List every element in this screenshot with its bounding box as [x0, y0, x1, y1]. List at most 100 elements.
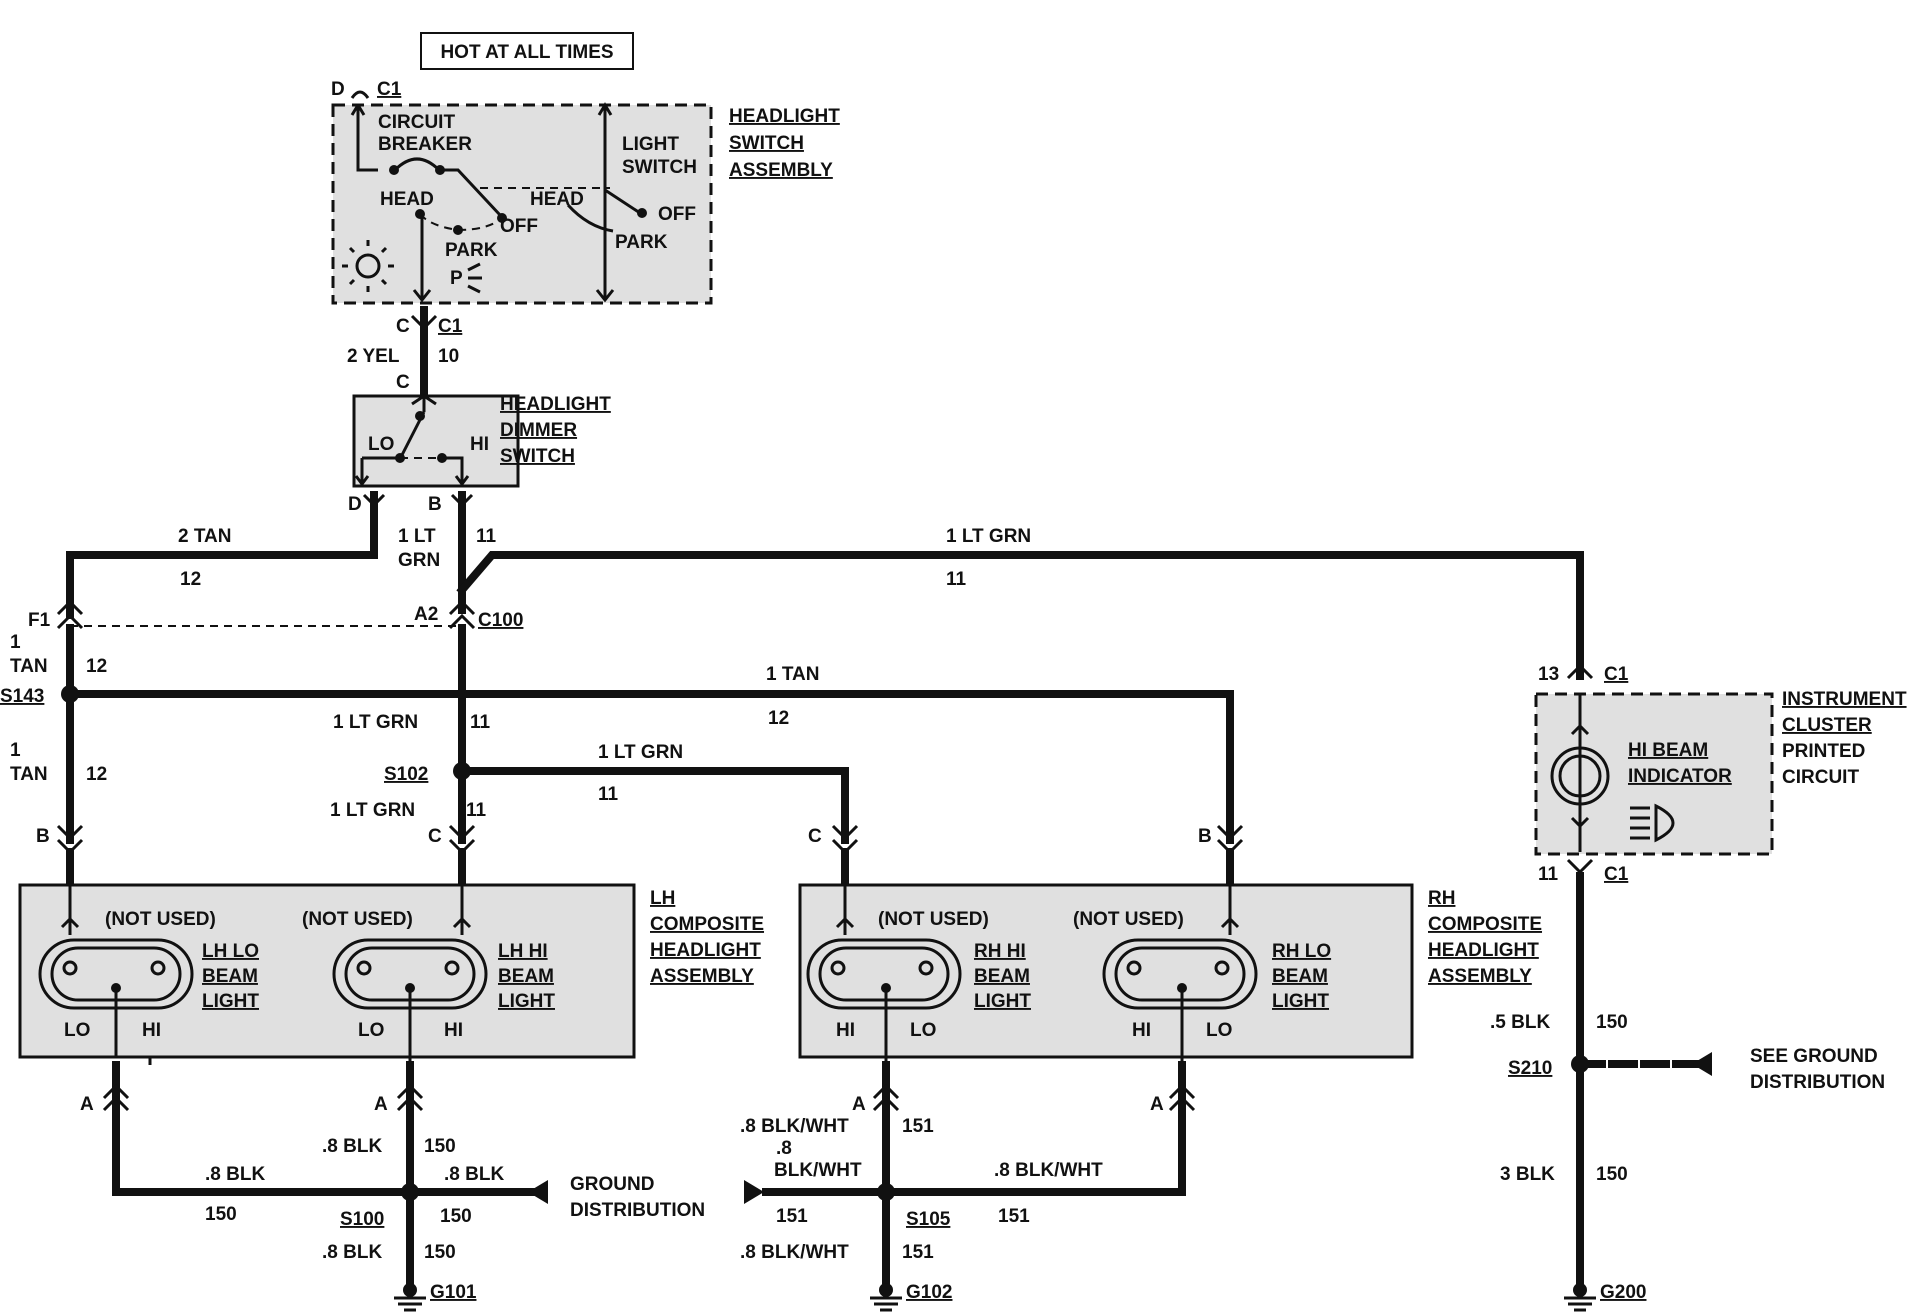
lh-lamp2-label-1: LH HI: [498, 941, 548, 962]
rh-ground-pin-a1: A: [852, 1094, 866, 1115]
rh-lamp2-label-1: RH LO: [1272, 941, 1331, 962]
ground-lh: A A .8 BLK 150 .8 BLK 150 .8 BLK 150 S10…: [80, 1057, 705, 1312]
cluster-top-conn: C1: [1604, 664, 1629, 685]
headlight-switch-title-2: SWITCH: [729, 133, 804, 154]
lh-lo1: LO: [64, 1020, 90, 1041]
wire-ltgrn-top-color: 1 LT GRN: [946, 526, 1031, 547]
lh-lamp1-label-3: LIGHT: [202, 991, 259, 1012]
hot-label: HOT AT ALL TIMES: [440, 42, 613, 63]
ground-cluster: .5 BLK 150 S210 SEE GROUND DISTRIBUTION …: [1490, 872, 1885, 1312]
rh-lamp2-label-2: BEAM: [1272, 966, 1328, 987]
cluster-title-3: PRINTED: [1782, 741, 1865, 762]
wire-tan-top-circuit: 12: [180, 569, 201, 590]
wire-tan-lower-color-2: TAN: [10, 764, 48, 785]
rh-hi-beam-lamp-icon: [806, 938, 962, 1057]
wire-ltgrn-rh-circuit: 11: [598, 784, 619, 805]
lh-ground-pin-a2: A: [374, 1094, 388, 1115]
f1-color-2: TAN: [10, 656, 48, 677]
s210-label: S210: [1508, 1058, 1552, 1079]
rh-v-circuit: 151: [902, 1116, 934, 1137]
lh-lo-beam-lamp-icon: [38, 938, 194, 1057]
s102-dot: [453, 762, 471, 780]
s100-label: S100: [340, 1209, 384, 1230]
wire-tan-top-color: 2 TAN: [178, 526, 231, 547]
cluster-title-1: INSTRUMENT: [1782, 689, 1907, 710]
rh-right-circuit: 151: [998, 1206, 1030, 1227]
cluster-title-4: CIRCUIT: [1782, 767, 1859, 788]
dimmer-pin-c: C: [396, 372, 410, 393]
dimmer-lo-label: LO: [368, 434, 394, 455]
rh-not-used-2: (NOT USED): [1073, 909, 1184, 930]
g200-label: G200: [1600, 1282, 1646, 1303]
light-switch-label-1: LIGHT: [622, 134, 679, 155]
rh-title-3: HEADLIGHT: [1428, 940, 1539, 961]
hi-beam-symbol-icon: [1630, 803, 1675, 843]
ground-rh: A A .8 BLK/WHT 151 .8 BLK/WHT .8 BLK/WHT…: [740, 1057, 1196, 1312]
cluster-upper-color: .5 BLK: [1490, 1012, 1550, 1033]
rh-lo-beam-lamp-icon: [1102, 938, 1258, 1057]
light-switch-label-2: SWITCH: [622, 157, 697, 178]
cluster-bottom-pin: 11: [1538, 864, 1559, 885]
c100-pin: A2: [414, 604, 438, 625]
f1-circuit: 12: [86, 656, 107, 677]
rh-lamp1-label-2: BEAM: [974, 966, 1030, 987]
headlight-switch-title-3: ASSEMBLY: [729, 160, 833, 181]
c100-conn: C100: [478, 610, 523, 631]
lh-not-used-2: (NOT USED): [302, 909, 413, 930]
rh-pin-c: C: [808, 826, 822, 847]
lh-blk-v-color: .8 BLK: [322, 1136, 382, 1157]
wire-ltgrn-top-circuit: 11: [946, 569, 967, 590]
dimmer-pin-b: B: [428, 494, 442, 515]
see-ground-label-2: DISTRIBUTION: [1750, 1072, 1885, 1093]
circuit-breaker-label-1: CIRCUIT: [378, 112, 455, 133]
wire-ltgrn-mid-color: 1 LT GRN: [333, 712, 418, 733]
lh-pin-c: C: [428, 826, 442, 847]
switch-conn-c1-top: C1: [377, 79, 402, 100]
lh-lo2: LO: [358, 1020, 384, 1041]
rh-lamp1-label-3: LIGHT: [974, 991, 1031, 1012]
hot-box: [420, 32, 634, 70]
instrument-cluster: 13 C1 HI BEAM INDICATOR INSTRUMENT CLUST…: [1534, 663, 1907, 885]
rh-composite-headlight-assembly: C B (NOT USED) (NOT USED) RH HI BEAM LIG…: [798, 826, 1542, 1059]
indicator-label-1: HI BEAM: [1628, 740, 1708, 761]
s143-dot: [61, 685, 79, 703]
switch-pin-c: C: [396, 316, 410, 337]
dimmer-title-2: DIMMER: [500, 420, 577, 441]
ground-dist-label-1: GROUND: [570, 1174, 654, 1195]
lh-composite-headlight-assembly: B C (NOT USED) (NOT USED) LH LO BEAM LIG…: [18, 826, 764, 1059]
s210-dot: [1571, 1055, 1589, 1073]
hi-beam-bulb-icon: [1550, 746, 1610, 806]
ground-dist-label-2: DISTRIBUTION: [570, 1200, 705, 1221]
cluster-lower-color: 3 BLK: [1500, 1164, 1555, 1185]
ground-dist-arrow-left: [528, 1180, 548, 1204]
lh-hi2: HI: [444, 1020, 463, 1041]
head-right-label: HEAD: [530, 189, 584, 210]
wire-yel-circuit: 10: [438, 346, 459, 367]
wire-tan-mid-circuit: 12: [768, 708, 789, 729]
lh-blk-v-circuit: 150: [424, 1136, 456, 1157]
g102-label: G102: [906, 1282, 952, 1303]
rh-v-color: .8 BLK/WHT: [740, 1116, 849, 1137]
lh-lamp2-label-2: BEAM: [498, 966, 554, 987]
rh-hi1: HI: [836, 1020, 855, 1041]
lh-blk-down-color: .8 BLK: [322, 1242, 382, 1263]
p-label: P: [450, 268, 463, 289]
s105-dot: [877, 1183, 895, 1201]
ground-g200-icon: [1564, 1283, 1596, 1312]
lh-title-3: HEADLIGHT: [650, 940, 761, 961]
rh-left-circuit: 151: [776, 1206, 808, 1227]
off-right-label: OFF: [658, 204, 696, 225]
rh-pin-b: B: [1198, 826, 1212, 847]
rh-ground-pin-a2: A: [1150, 1094, 1164, 1115]
lh-hi1: HI: [142, 1020, 161, 1041]
headlight-switch-title-1: HEADLIGHT: [729, 106, 840, 127]
dimmer-title-1: HEADLIGHT: [500, 394, 611, 415]
lh-blk-h-circuit: 150: [205, 1204, 237, 1225]
rh-down-circuit: 151: [902, 1242, 934, 1263]
rh-left-color-2: BLK/WHT: [774, 1160, 862, 1181]
lh-pin-b: B: [36, 826, 50, 847]
wire-ltgrn-lower-color: 1 LT GRN: [330, 800, 415, 821]
s102-label: S102: [384, 764, 428, 785]
rh-title-2: COMPOSITE: [1428, 914, 1542, 935]
